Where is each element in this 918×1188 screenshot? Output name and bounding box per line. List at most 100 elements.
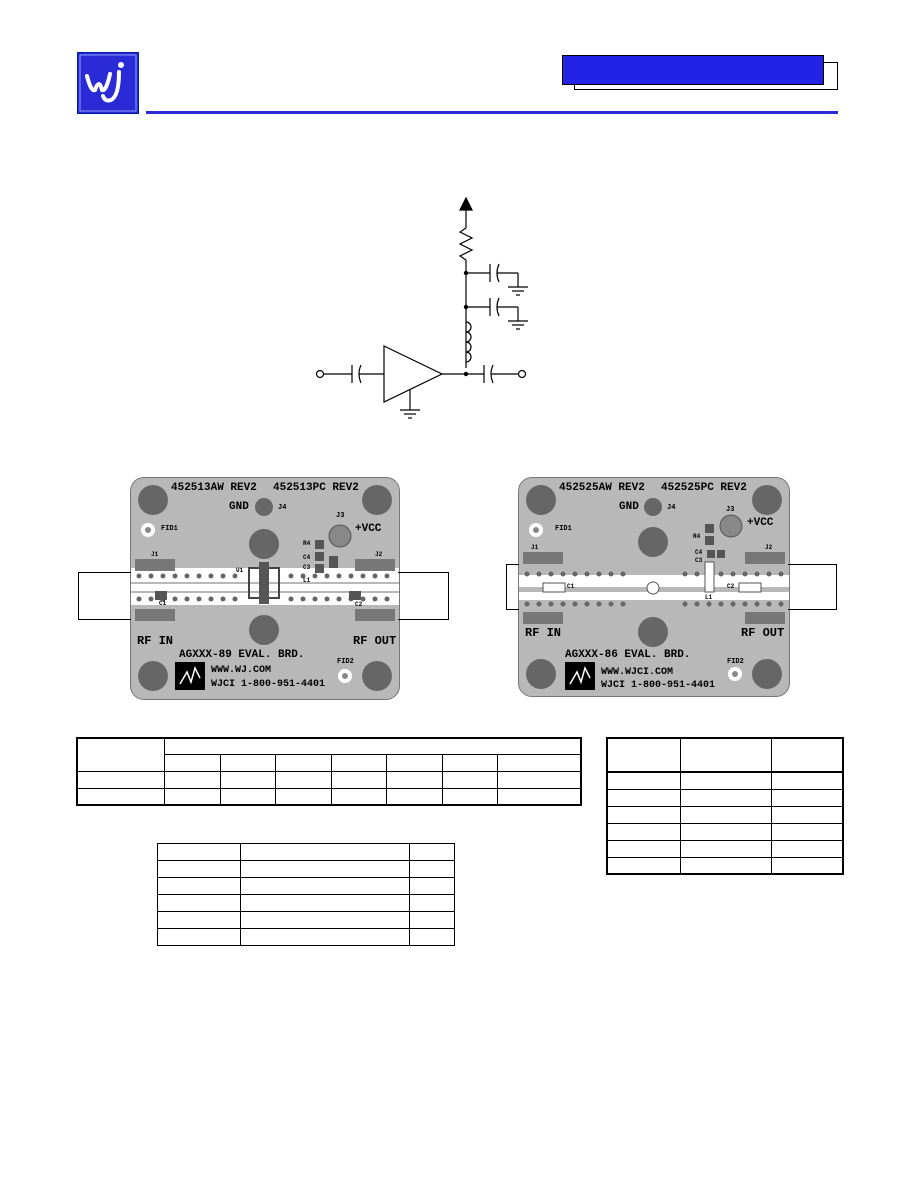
board-left-vcc-label: +VCC: [355, 523, 382, 535]
left-callout-in: [78, 572, 131, 620]
board-left-j2-label: J2: [375, 551, 383, 558]
board-left-fid2-label: FID2: [337, 658, 354, 666]
board-left-j1-label: J1: [151, 551, 159, 558]
board-right-j4-label: J4: [667, 504, 676, 512]
table3-cell: [157, 860, 241, 878]
table3-cell: [409, 843, 455, 861]
board-right-c3-label: C3: [695, 557, 703, 564]
table3-cell: [240, 911, 410, 929]
board-right-rev-aw: 452525AW REV2: [559, 482, 645, 494]
board-left-c3-label: C3: [303, 564, 311, 571]
board-left-c1-label: C1: [159, 600, 167, 607]
board-right-artwork: [519, 485, 789, 690]
table1-cell: [275, 770, 332, 789]
right-callout-in: [506, 564, 519, 610]
table3-cell: [157, 928, 241, 946]
board-right-j3-label: J3: [726, 506, 735, 514]
table3-cell: [157, 911, 241, 929]
eval-board-right: 452525AW REV2 452525PC REV2 GND J4 J3 +V…: [518, 477, 790, 697]
board-right-fid1-label: FID1: [555, 525, 572, 533]
table2-cell: [680, 771, 772, 790]
table2-cell: [771, 856, 844, 875]
table3-cell: [157, 843, 241, 861]
table2-cell: [771, 788, 844, 807]
table3-cell: [409, 877, 455, 895]
table2-cell: [606, 839, 681, 858]
table1-header-span: [164, 737, 582, 755]
amplifier-schematic: [315, 196, 528, 419]
table3-cell: [240, 843, 410, 861]
table2-cell: [606, 856, 681, 875]
board-right-eval-label: AGXXX-86 EVAL. BRD.: [565, 649, 691, 661]
board-right-fid2-label: FID2: [727, 658, 744, 666]
table3-cell: [409, 928, 455, 946]
board-left-u1-label: U1: [236, 567, 244, 574]
table1-cell: [219, 770, 277, 789]
table2-cell: [771, 771, 844, 790]
table2-cell: [771, 839, 844, 858]
table3-cell: [409, 860, 455, 878]
board-right-j2-label: J2: [765, 544, 773, 551]
eval-board-left: 452513AW REV2 452513PC REV2 GND J4 J3 +V…: [130, 477, 400, 700]
board-left-artwork: [131, 485, 399, 691]
table1-cell: [386, 787, 443, 806]
table2-cell: [606, 805, 681, 824]
table1-header-cell: [76, 737, 165, 772]
table1-col: [441, 753, 499, 772]
table1-cell: [330, 787, 388, 806]
table1-cell: [330, 770, 388, 789]
board-right-phone: WJCI 1-800-951-4401: [601, 680, 716, 691]
table2-cell: [771, 822, 844, 841]
board-right-rf-out: RF OUT: [741, 626, 785, 640]
table1-cell: [275, 787, 332, 806]
board-left-rf-out: RF OUT: [353, 634, 397, 648]
board-left-j4-label: J4: [278, 504, 287, 512]
table3-cell: [240, 894, 410, 912]
board-right-c4-label: C4: [695, 549, 703, 556]
bom-table: [157, 843, 455, 946]
table1-cell: [497, 770, 582, 789]
table1-col: [219, 753, 277, 772]
table3-cell: [240, 877, 410, 895]
table2-header: [606, 737, 681, 773]
table2-cell: [680, 805, 772, 824]
table2-cell: [680, 839, 772, 858]
left-callout-out: [398, 572, 449, 620]
table1-col: [275, 753, 332, 772]
header-title-box: [562, 55, 824, 85]
table1-col: [164, 753, 221, 772]
table2-cell: [606, 788, 681, 807]
table1-cell: [497, 787, 582, 806]
table3-cell: [240, 860, 410, 878]
table3-cell: [157, 877, 241, 895]
table2-header: [680, 737, 772, 773]
board-left-www: WWW.WJ.COM: [211, 665, 272, 676]
component-table: [606, 737, 844, 875]
table2-header: [771, 737, 844, 773]
table1-cell: [164, 787, 221, 806]
frequency-table: [76, 737, 582, 806]
table1-col: [330, 753, 388, 772]
table1-col: [386, 753, 443, 772]
board-left-j3-label: J3: [336, 512, 345, 520]
board-left-rev-pc: 452513PC REV2: [273, 482, 359, 494]
board-left-eval-label: AGXXX-89 EVAL. BRD.: [179, 649, 305, 661]
board-left-fid1-label: FID1: [161, 525, 178, 533]
board-right-www: WWW.WJCI.COM: [601, 667, 674, 678]
table3-cell: [240, 928, 410, 946]
table2-cell: [771, 805, 844, 824]
table1-cell: [76, 770, 165, 789]
board-right-r4-label: R4: [693, 533, 701, 540]
table1-cell: [441, 787, 499, 806]
table1-cell: [164, 770, 221, 789]
board-left-rev-aw: 452513AW REV2: [171, 482, 257, 494]
right-callout-out: [788, 564, 837, 610]
table1-cell: [76, 787, 165, 806]
table1-col: [497, 753, 582, 772]
board-right-vcc-label: +VCC: [747, 517, 774, 529]
table1-cell: [219, 787, 277, 806]
table1-cell: [386, 770, 443, 789]
table2-cell: [680, 856, 772, 875]
board-left-l1-label: L1: [303, 577, 311, 584]
board-left-c2-label: C2: [355, 601, 363, 608]
